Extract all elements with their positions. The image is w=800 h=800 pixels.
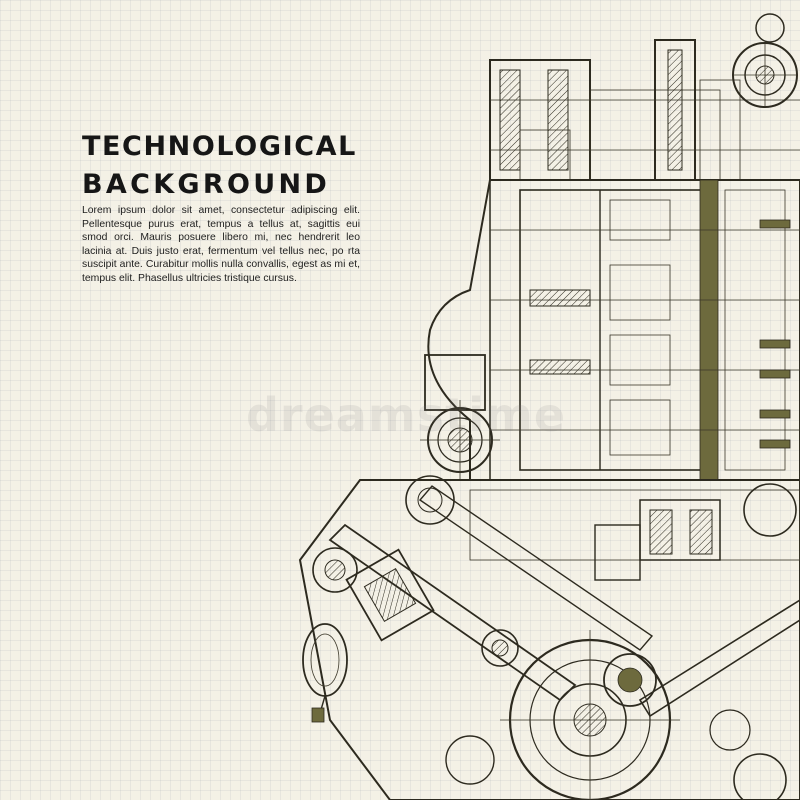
oil-filter — [302, 623, 348, 723]
top-gear — [732, 13, 798, 108]
cylinder-head — [489, 39, 800, 181]
body-text: Lorem ipsum dolor sit amet, consectetur … — [82, 205, 360, 284]
cylinder-block — [427, 179, 800, 481]
headline: TECHNOLOGICAL BACKGROUND — [82, 128, 357, 204]
headline-line-2: BACKGROUND — [82, 169, 331, 200]
small-gears — [312, 475, 787, 800]
fuel-pump — [420, 354, 500, 480]
connecting-rods — [328, 485, 800, 718]
flywheel — [500, 630, 680, 800]
crankcase — [298, 479, 800, 800]
headline-line-1: TECHNOLOGICAL — [82, 131, 357, 162]
